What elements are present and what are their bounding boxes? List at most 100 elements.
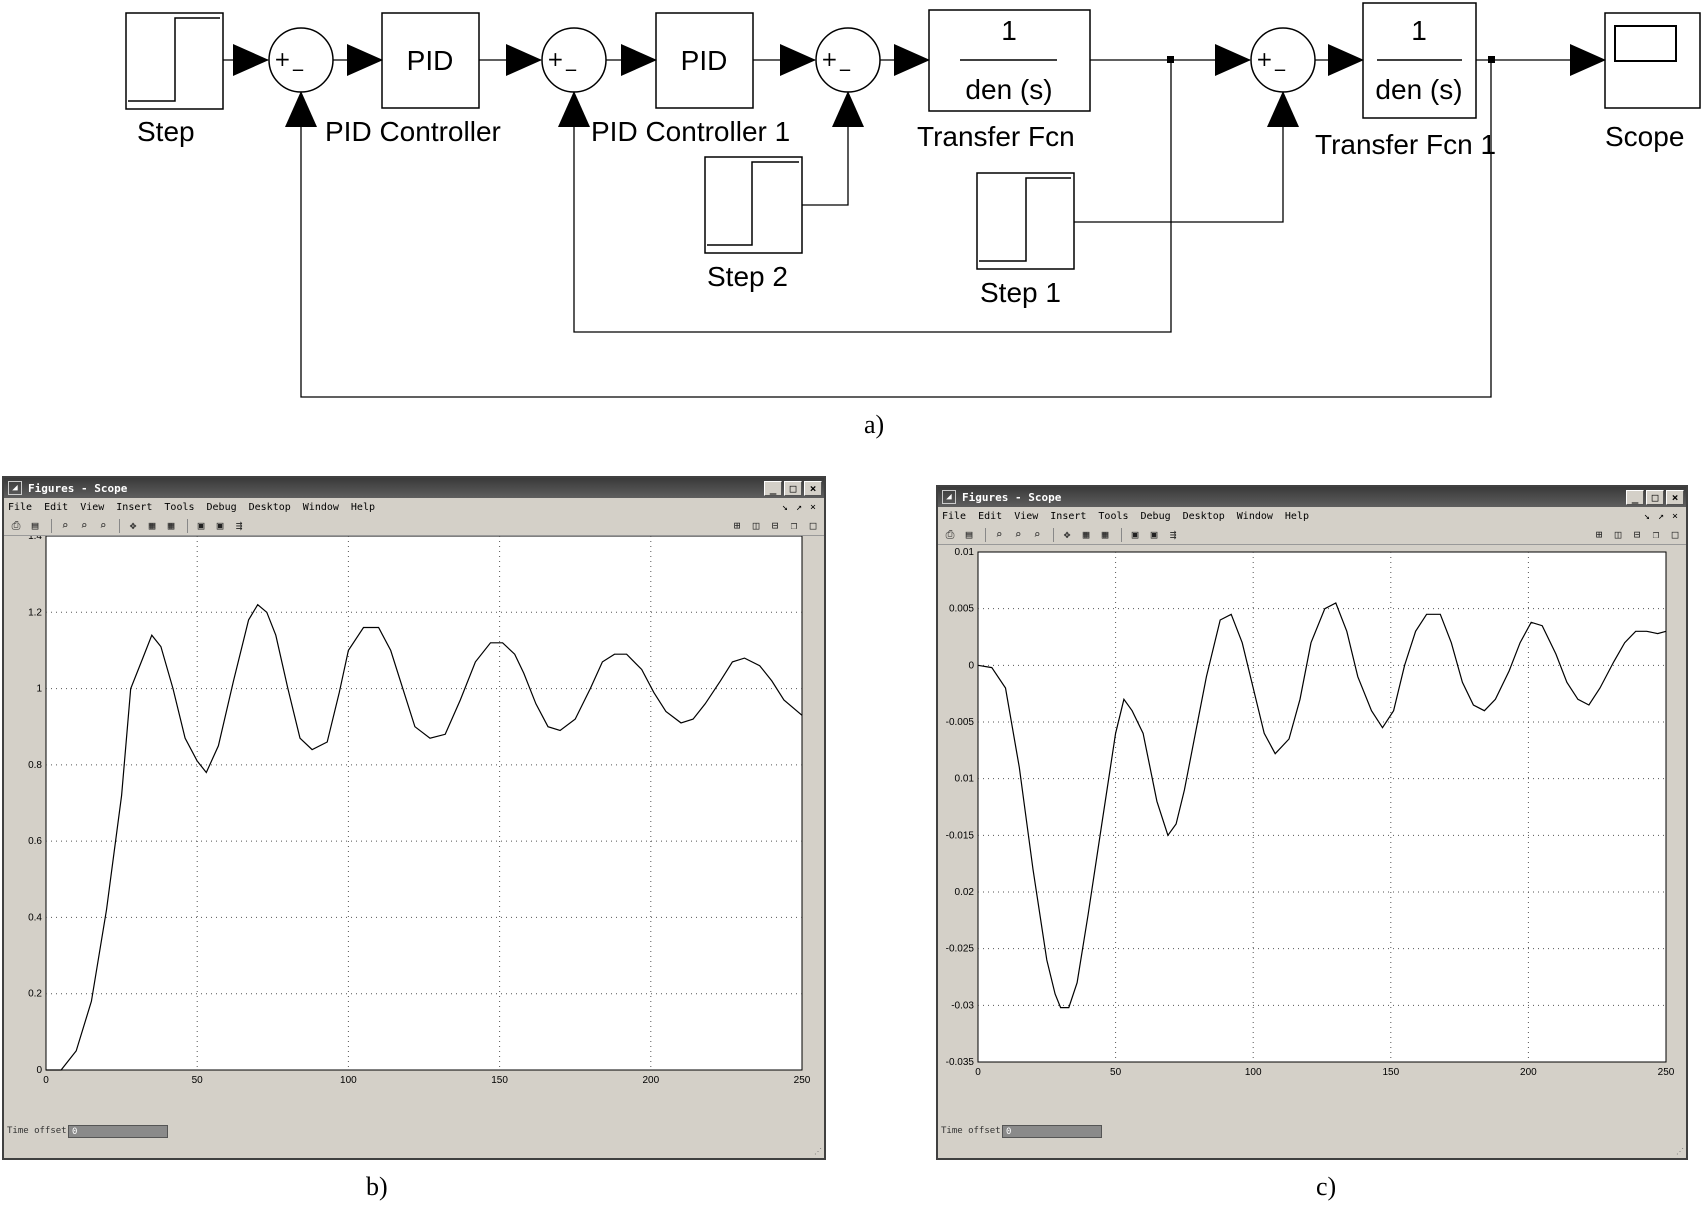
menu-edit[interactable]: Edit: [978, 510, 1003, 522]
undock-icon[interactable]: ❐: [1652, 527, 1660, 541]
x-tick-label: 100: [1245, 1067, 1262, 1078]
scope-block[interactable]: Scope: [1604, 12, 1701, 152]
floating-scope-icon[interactable]: ▣: [197, 518, 205, 532]
signal-selection-icon[interactable]: ⇶: [235, 518, 243, 532]
step1-block[interactable]: Step 1: [976, 172, 1075, 308]
maximize-plot-icon[interactable]: □: [1671, 527, 1679, 541]
maximize-button[interactable]: □: [784, 480, 802, 496]
title-bar[interactable]: ◢ Figures - Scope _ □ ×: [938, 487, 1686, 507]
left-right-icon[interactable]: ◫: [1614, 527, 1622, 541]
zoom-icon[interactable]: ⌕: [995, 527, 1003, 541]
step-block[interactable]: Step: [125, 12, 224, 147]
menu-insert[interactable]: Insert: [1050, 510, 1087, 522]
sum2-minus: _: [565, 47, 577, 71]
menu-tools[interactable]: Tools: [164, 501, 195, 513]
undock-arrow-icon[interactable]: ↗: [1657, 510, 1664, 522]
scope-window-c[interactable]: ◢ Figures - Scope _ □ × File Edit View I…: [936, 485, 1688, 1160]
pid2-inner: PID: [681, 45, 728, 76]
top-bottom-icon[interactable]: ⊟: [1633, 527, 1641, 541]
axes-box: [45, 535, 803, 1071]
left-right-icon[interactable]: ◫: [752, 518, 760, 532]
scope-label: Scope: [1605, 121, 1684, 152]
menu-desktop[interactable]: Desktop: [248, 501, 291, 513]
sum-junction-3[interactable]: + _: [815, 27, 881, 93]
zoom-x-icon[interactable]: ⌕: [1014, 527, 1022, 541]
lock-axes-icon[interactable]: ▣: [1150, 527, 1158, 541]
menu-file[interactable]: File: [8, 501, 33, 513]
close-button[interactable]: ×: [804, 480, 822, 496]
undock-arrow-icon[interactable]: ↗: [795, 501, 802, 513]
y-tick-label: 0.6: [28, 836, 42, 847]
autoscale-icon[interactable]: ✥: [1063, 527, 1071, 541]
y-tick-label: -0.015: [946, 830, 975, 841]
menu-edit[interactable]: Edit: [44, 501, 69, 513]
zoom-x-icon[interactable]: ⌕: [80, 518, 88, 532]
menu-insert[interactable]: Insert: [116, 501, 153, 513]
print-icon[interactable]: ⎙: [945, 527, 955, 541]
menu-desktop[interactable]: Desktop: [1182, 510, 1225, 522]
menu-close-icon[interactable]: ×: [1671, 510, 1678, 522]
save-axes-icon[interactable]: ▦: [1082, 527, 1090, 541]
zoom-y-icon[interactable]: ⌕: [99, 518, 107, 532]
y-tick-label: -0.03: [951, 1000, 974, 1011]
sum-junction-2[interactable]: + _: [541, 27, 607, 93]
top-bottom-icon[interactable]: ⊟: [771, 518, 779, 532]
pid-controller-block[interactable]: PID PID Controller: [325, 12, 501, 147]
status-bar: Time offset: 0 ⋰: [938, 1124, 1686, 1158]
pid-controller-1-block[interactable]: PID PID Controller 1: [591, 12, 790, 147]
y-tick-label: 0.01: [955, 774, 975, 785]
transfer-fcn-1-block[interactable]: 1 den (s) Transfer Fcn 1: [1315, 2, 1496, 160]
undock-icon[interactable]: ❐: [790, 518, 798, 532]
window-title: Figures - Scope: [28, 481, 128, 495]
save-axes-icon[interactable]: ▦: [148, 518, 156, 532]
params-icon[interactable]: ▤: [31, 518, 39, 532]
title-bar[interactable]: ◢ Figures - Scope _ □ ×: [4, 478, 824, 498]
dock-arrow-icon[interactable]: ↘: [1643, 510, 1650, 522]
lock-axes-icon[interactable]: ▣: [216, 518, 224, 532]
toolbar: ⎙ ▤ ⌕ ⌕ ⌕ ✥ ▦ ▦ ▣ ▣ ⇶ ⊞ ◫ ⊟ ❐ □: [4, 516, 824, 536]
tile-icon[interactable]: ⊞: [733, 518, 741, 532]
tile-icon[interactable]: ⊞: [1595, 527, 1603, 541]
time-offset-value: 0: [1002, 1125, 1102, 1138]
menu-close-icon[interactable]: ×: [809, 501, 816, 513]
restore-axes-icon[interactable]: ▦: [167, 518, 175, 532]
scope-window-b[interactable]: ◢ Figures - Scope _ □ × File Edit View I…: [2, 476, 826, 1160]
menu-tools[interactable]: Tools: [1098, 510, 1129, 522]
menu-help[interactable]: Help: [350, 501, 375, 513]
menu-window[interactable]: Window: [302, 501, 339, 513]
menu-file[interactable]: File: [942, 510, 967, 522]
menu-window[interactable]: Window: [1236, 510, 1273, 522]
minimize-button[interactable]: _: [1626, 489, 1644, 505]
caption-c: c): [1316, 1172, 1337, 1201]
transfer-fcn-block[interactable]: 1 den (s) Transfer Fcn: [917, 9, 1091, 152]
autoscale-icon[interactable]: ✥: [129, 518, 137, 532]
menu-view[interactable]: View: [1014, 510, 1039, 522]
maximize-button[interactable]: □: [1646, 489, 1664, 505]
tf1-denominator: den (s): [965, 74, 1052, 105]
minimize-button[interactable]: _: [764, 480, 782, 496]
resize-grip-icon[interactable]: ⋰: [1676, 1147, 1684, 1156]
close-button[interactable]: ×: [1666, 489, 1684, 505]
signal-selection-icon[interactable]: ⇶: [1169, 527, 1177, 541]
step2-label: Step 2: [707, 261, 788, 292]
sum-junction-4[interactable]: + _: [1250, 27, 1316, 93]
menu-debug[interactable]: Debug: [206, 501, 237, 513]
menu-help[interactable]: Help: [1284, 510, 1309, 522]
maximize-plot-icon[interactable]: □: [809, 518, 817, 532]
print-icon[interactable]: ⎙: [11, 518, 21, 532]
params-icon[interactable]: ▤: [965, 527, 973, 541]
status-bar: Time offset: 0 ⋰: [4, 1124, 824, 1158]
zoom-y-icon[interactable]: ⌕: [1033, 527, 1041, 541]
block-diagram: Step + _ PID PID Controller + _ PID PID …: [125, 2, 1701, 398]
resize-grip-icon[interactable]: ⋰: [814, 1147, 822, 1156]
restore-axes-icon[interactable]: ▦: [1101, 527, 1109, 541]
dock-arrow-icon[interactable]: ↘: [781, 501, 788, 513]
zoom-icon[interactable]: ⌕: [61, 518, 69, 532]
sum-junction-1[interactable]: + _: [268, 27, 334, 93]
y-tick-label: 0: [36, 1065, 42, 1076]
step2-block[interactable]: Step 2: [704, 156, 803, 292]
menu-debug[interactable]: Debug: [1140, 510, 1171, 522]
floating-scope-icon[interactable]: ▣: [1131, 527, 1139, 541]
menu-view[interactable]: View: [80, 501, 105, 513]
